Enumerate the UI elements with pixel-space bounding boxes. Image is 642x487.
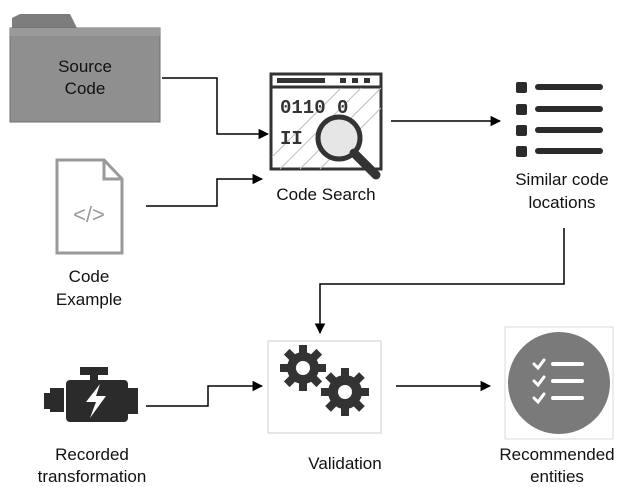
checklist-icon xyxy=(504,326,614,440)
recommended-entities-line2: entities xyxy=(530,467,584,486)
folder-icon xyxy=(9,14,161,123)
recommended-entities-line1: Recommended xyxy=(499,445,615,464)
source-code-line2: Code xyxy=(64,79,106,98)
validation-label: Validation xyxy=(308,454,382,473)
arrow-engine-to-validation xyxy=(146,380,264,407)
source-code-line1: Source xyxy=(58,57,112,76)
binary-row-2: II xyxy=(280,128,303,150)
similar-locations-line1: Similar code xyxy=(515,170,609,189)
list-icon xyxy=(516,82,603,157)
code-example-line2: Example xyxy=(55,290,123,309)
recorded-transformation-line1: Recorded xyxy=(55,445,129,464)
similar-locations-line2: locations xyxy=(528,193,596,212)
recorded-transformation-line2: transformation xyxy=(37,467,147,486)
code-search-label: Code Search xyxy=(276,185,376,204)
engine-icon xyxy=(44,367,138,422)
code-glyph: </> xyxy=(73,202,105,227)
binary-row-1: 0110 0 xyxy=(280,97,348,119)
gears-icon xyxy=(267,340,382,434)
code-file-icon xyxy=(55,158,124,255)
code-example-line1: Code xyxy=(68,267,110,286)
arrow-source-to-search xyxy=(162,77,270,140)
arrow-list-to-validation xyxy=(314,228,565,335)
code-search-icon xyxy=(269,72,383,180)
arrow-example-to-search xyxy=(146,173,264,207)
